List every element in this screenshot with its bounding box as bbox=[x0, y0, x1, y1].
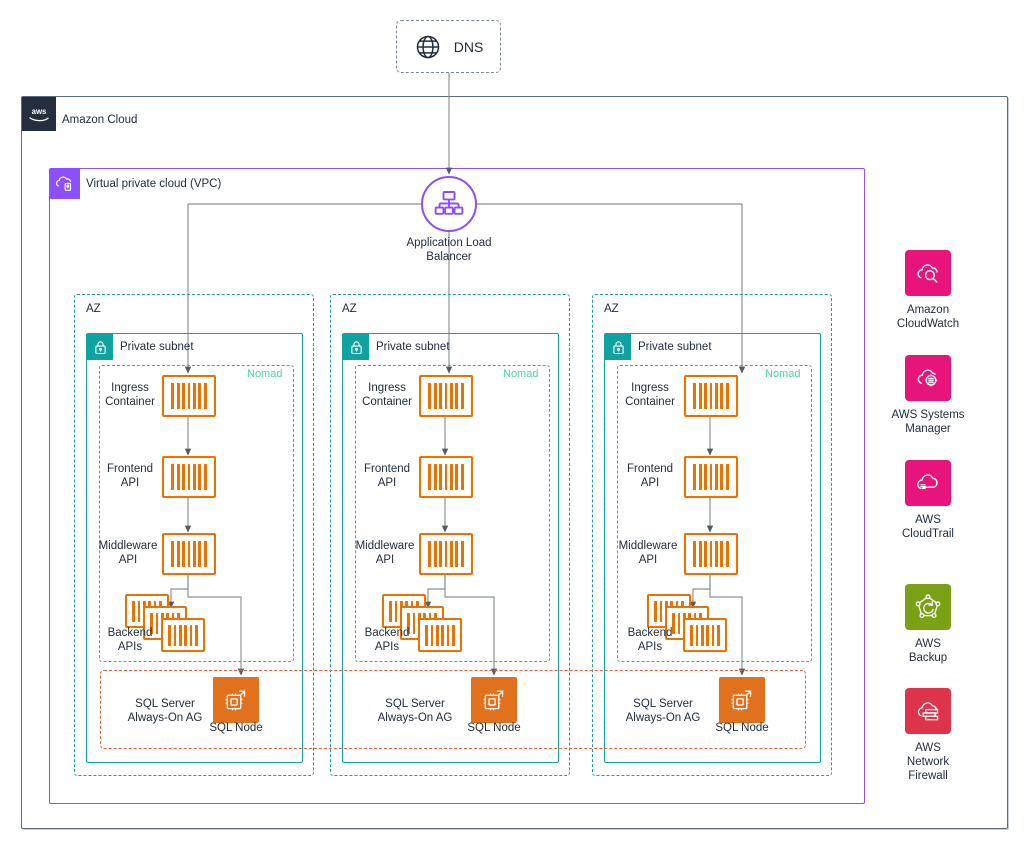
private-subnet-boundary-1 bbox=[86, 333, 303, 763]
node-label-middleware-2: Middleware API bbox=[355, 540, 415, 566]
sql-group-label-3: SQL Server Always-On AG bbox=[625, 698, 701, 724]
service-aws-backup: AWS Backup bbox=[878, 584, 978, 665]
node-label-backend-1: Backend APIs bbox=[107, 627, 153, 653]
nomad-boundary-2 bbox=[355, 365, 550, 662]
sql-node-icon-1 bbox=[213, 677, 259, 723]
nomad-boundary-3 bbox=[617, 365, 812, 662]
sql-server-always-on-ag-boundary bbox=[100, 670, 806, 749]
nomad-label-2: Nomad bbox=[503, 368, 539, 380]
private-subnet-boundary-3 bbox=[604, 333, 821, 763]
nomad-label-1: Nomad bbox=[247, 368, 283, 380]
service-label-aws-network-firewall: AWS Network Firewall bbox=[906, 742, 950, 782]
amazon-cloud-boundary bbox=[21, 96, 1008, 829]
private-subnet-label-2: Private subnet bbox=[376, 341, 450, 353]
az-boundary-3 bbox=[592, 294, 832, 776]
sql-node-icon-3 bbox=[719, 677, 765, 723]
node-label-middleware-1: Middleware API bbox=[98, 540, 158, 566]
dns-label: DNS bbox=[453, 38, 484, 55]
node-label-frontend-3: Frontend API bbox=[626, 463, 674, 489]
node-label-ingress-1: Ingress Container bbox=[105, 382, 155, 408]
node-label-middleware-3: Middleware API bbox=[618, 540, 678, 566]
nomad-boundary-1 bbox=[99, 365, 294, 662]
container-icon-middleware-3 bbox=[684, 533, 738, 575]
private-subnet-label-1: Private subnet bbox=[120, 341, 194, 353]
private-subnet-lock-icon-1 bbox=[87, 334, 113, 360]
nomad-label-3: Nomad bbox=[765, 368, 801, 380]
alb-label: Application Load Balancer bbox=[406, 237, 492, 263]
az-label-3: AZ bbox=[604, 303, 619, 315]
service-amazon-cloudwatch: Amazon CloudWatch bbox=[878, 250, 978, 331]
service-aws-systems-manager: AWS Systems Manager bbox=[878, 355, 978, 436]
private-subnet-lock-icon-3 bbox=[605, 334, 631, 360]
node-label-backend-3: Backend APIs bbox=[627, 627, 673, 653]
aws-backup-icon bbox=[905, 584, 951, 630]
node-label-frontend-2: Frontend API bbox=[363, 463, 411, 489]
service-aws-network-firewall: AWS Network Firewall bbox=[878, 688, 978, 783]
container-icon-frontend-2 bbox=[419, 456, 473, 498]
container-icon-ingress-2 bbox=[419, 375, 473, 417]
application-load-balancer-icon bbox=[421, 176, 477, 232]
service-label-aws-cloudtrail: AWS CloudTrail bbox=[902, 514, 954, 540]
sql-node-label-1: SQL Node bbox=[209, 722, 263, 734]
container-icon-ingress-3 bbox=[684, 375, 738, 417]
node-label-backend-2: Backend APIs bbox=[364, 627, 410, 653]
aws-logo-icon: aws bbox=[22, 97, 56, 131]
amazon-cloud-label: Amazon Cloud bbox=[62, 114, 138, 126]
container-icon-middleware-1 bbox=[162, 533, 216, 575]
aws-cloudtrail-icon bbox=[905, 460, 951, 506]
service-label-aws-backup: AWS Backup bbox=[908, 638, 948, 664]
sql-node-icon-2 bbox=[471, 677, 517, 723]
sql-node-label-2: SQL Node bbox=[467, 722, 521, 734]
private-subnet-label-3: Private subnet bbox=[638, 341, 712, 353]
node-label-ingress-3: Ingress Container bbox=[625, 382, 675, 408]
container-icon-frontend-3 bbox=[684, 456, 738, 498]
sql-group-label-2: SQL Server Always-On AG bbox=[377, 698, 453, 724]
az-boundary-1 bbox=[74, 294, 314, 776]
vpc-label: Virtual private cloud (VPC) bbox=[86, 178, 222, 190]
sql-node-label-3: SQL Node bbox=[715, 722, 769, 734]
amazon-cloudwatch-icon bbox=[905, 250, 951, 296]
container-icon-frontend-1 bbox=[162, 456, 216, 498]
container-icon-ingress-1 bbox=[162, 375, 216, 417]
az-label-2: AZ bbox=[342, 303, 357, 315]
svg-text:aws: aws bbox=[32, 107, 47, 116]
vpc-icon bbox=[50, 169, 80, 199]
vpc-boundary bbox=[49, 168, 865, 804]
node-label-frontend-1: Frontend API bbox=[106, 463, 154, 489]
private-subnet-lock-icon-2 bbox=[343, 334, 369, 360]
az-boundary-2 bbox=[330, 294, 570, 776]
private-subnet-boundary-2 bbox=[342, 333, 559, 763]
container-icon-middleware-2 bbox=[419, 533, 473, 575]
aws-network-firewall-icon bbox=[905, 688, 951, 734]
service-aws-cloudtrail: AWS CloudTrail bbox=[878, 460, 978, 541]
node-label-ingress-2: Ingress Container bbox=[362, 382, 412, 408]
globe-icon bbox=[414, 33, 442, 61]
aws-systems-manager-icon bbox=[905, 355, 951, 401]
sql-group-label-1: SQL Server Always-On AG bbox=[127, 698, 203, 724]
service-label-aws-systems-manager: AWS Systems Manager bbox=[891, 409, 965, 435]
service-label-amazon-cloudwatch: Amazon CloudWatch bbox=[896, 304, 960, 330]
az-label-1: AZ bbox=[86, 303, 101, 315]
dns-node: DNS bbox=[396, 20, 501, 73]
